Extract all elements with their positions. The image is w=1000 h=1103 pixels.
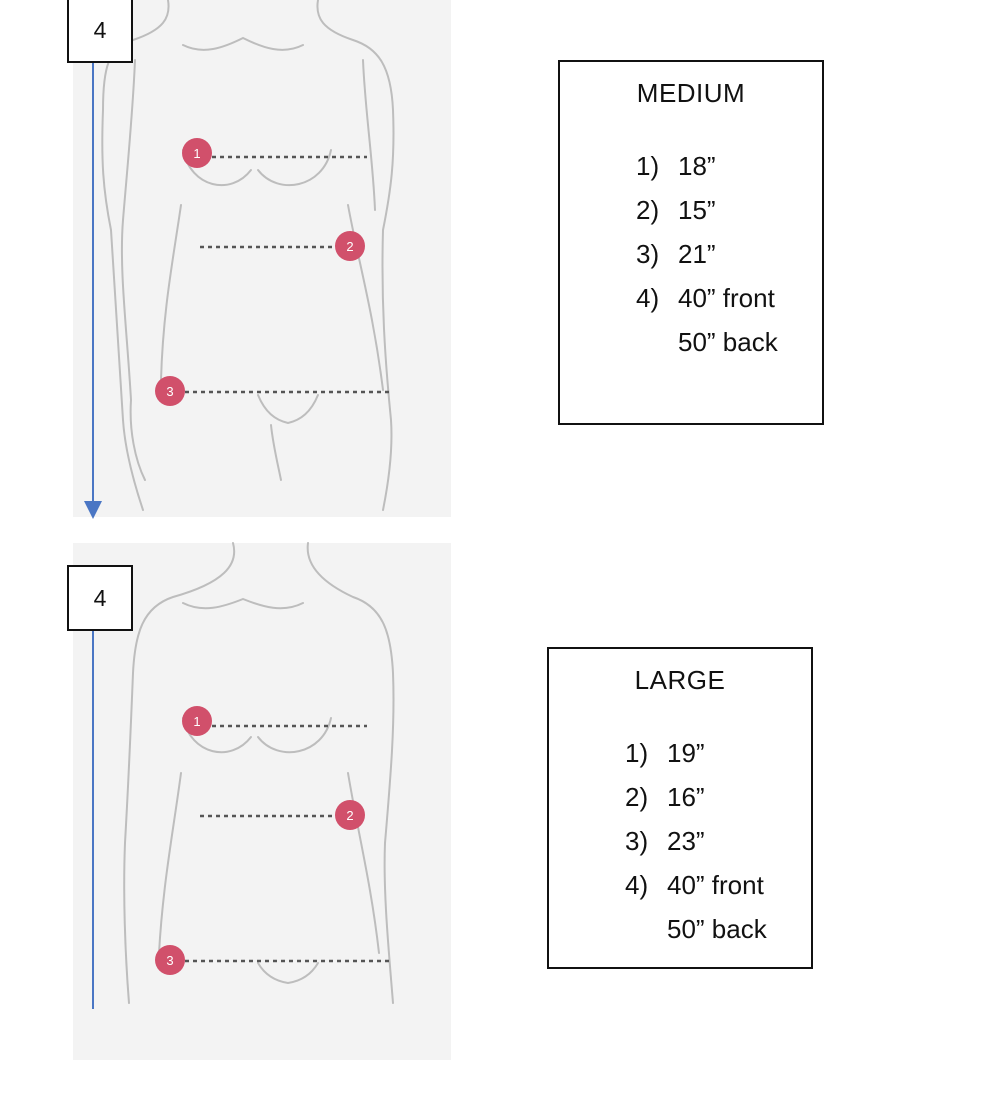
svg-text:1: 1 (193, 146, 200, 161)
marker-1-icon: 1 (182, 138, 212, 168)
svg-text:2: 2 (346, 239, 353, 254)
marker-3-icon: 3 (155, 945, 185, 975)
marker-1-icon: 1 (182, 706, 212, 736)
svg-text:3: 3 (166, 384, 173, 399)
body-outline-figure: 1 2 3 (101, 0, 395, 511)
measurement-row: 1)18” (636, 151, 716, 181)
marker-2-icon: 2 (335, 231, 365, 261)
body-outline-figure: 1 2 3 (123, 542, 395, 1004)
measurement-list: 1)18” 2)15” 3)21” 4)40” front 50” back (636, 144, 778, 364)
measurement-label-box: 4 (67, 0, 133, 63)
measurement-row: 1)19” (625, 738, 705, 768)
size-title: LARGE (634, 665, 726, 695)
measurement-row: 3)23” (625, 826, 705, 856)
measurement-row: 50” back (667, 914, 767, 944)
size-chart-box: LARGE 1)19” 2)16” 3)23” 4)40” front 50” … (547, 647, 813, 969)
size-chart-box: MEDIUM 1)18” 2)15” 3)21” 4)40” front 50”… (558, 60, 824, 425)
measurement-row: 2)15” (636, 195, 716, 225)
length-arrow-line (92, 629, 94, 1009)
size-panel-large: 1 2 3 4 LARGE 1)19” 2)16” 3)23” 4)40” fr… (0, 542, 1000, 1103)
size-title: MEDIUM (636, 78, 746, 108)
svg-text:3: 3 (166, 953, 173, 968)
measurement-row: 2)16” (625, 782, 705, 812)
body-figure-background (73, 0, 451, 517)
size-panel-medium: 1 2 3 4 MEDIUM 1)18” 2)15” 3)21” 4)40” f… (67, 0, 824, 519)
measurement-row: 4)40” front (625, 870, 764, 900)
measurement-row: 4)40” front (636, 283, 775, 313)
arrow-down-icon (84, 501, 102, 519)
svg-text:1: 1 (193, 714, 200, 729)
length-arrow-line (92, 61, 94, 503)
measurement-row: 50” back (678, 327, 778, 357)
marker-2-icon: 2 (335, 800, 365, 830)
marker-3-icon: 3 (155, 376, 185, 406)
measurement-row: 3)21” (636, 239, 716, 269)
measurement-list: 1)19” 2)16” 3)23” 4)40” front 50” back (625, 731, 767, 951)
svg-text:2: 2 (346, 808, 353, 823)
measurement-label-box: 4 (67, 565, 133, 631)
